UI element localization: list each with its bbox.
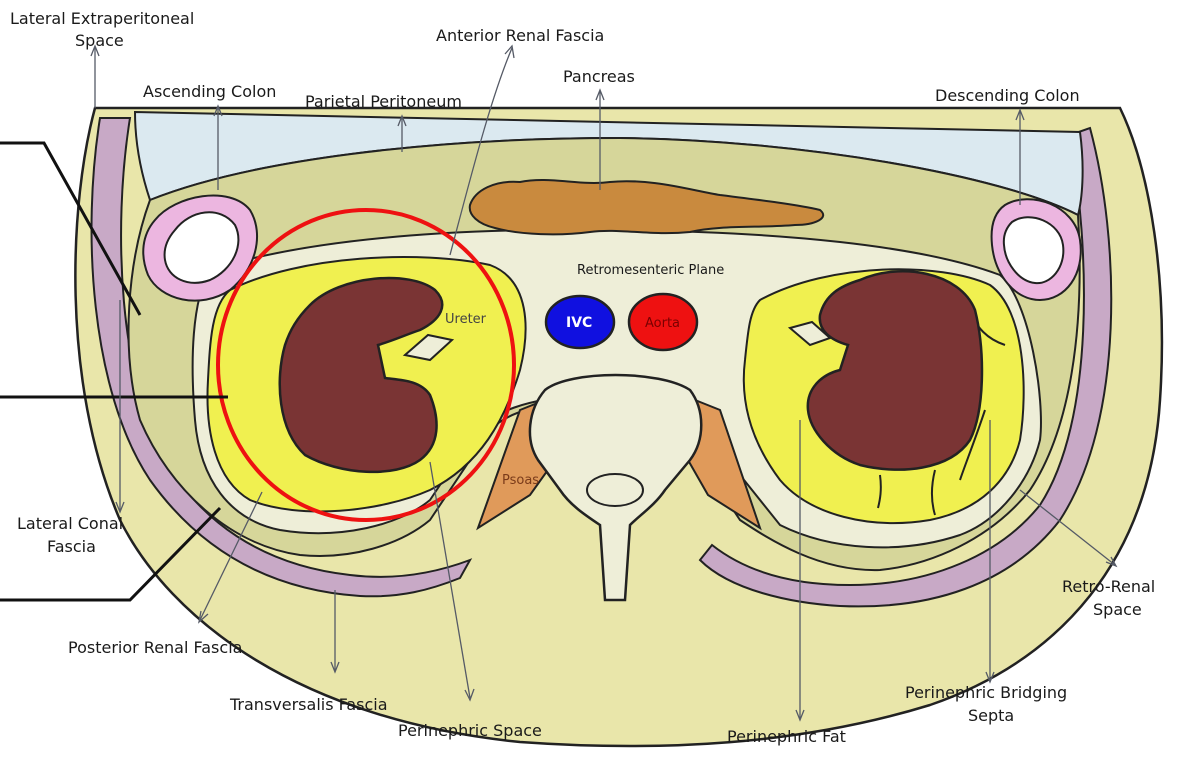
right-muscle-band xyxy=(698,126,1113,608)
ascending-colon-lumen xyxy=(163,211,240,284)
right-kidney xyxy=(806,270,984,471)
callout-line-top xyxy=(0,141,142,316)
bridging-septa-lines xyxy=(877,299,1006,516)
label-parietal-peritoneum: Parietal Peritoneum xyxy=(305,92,462,111)
label-bridging-septa-1: Perinephric Bridging xyxy=(905,683,1067,702)
label-ureter: Ureter xyxy=(445,312,487,327)
ivc-vessel xyxy=(544,294,616,350)
left-ureter xyxy=(402,333,455,362)
label-retromesenteric-plane: Retromesenteric Plane xyxy=(577,263,724,278)
label-descending-colon: Descending Colon xyxy=(935,86,1080,105)
left-kidney xyxy=(278,276,444,474)
label-posterior-renal-fascia: Posterior Renal Fascia xyxy=(68,638,242,657)
label-ivc: IVC xyxy=(566,315,592,331)
callout-line-bottom xyxy=(0,506,222,602)
label-transversalis-fascia: Transversalis Fascia xyxy=(229,695,388,714)
label-lateral-conal-2: Fascia xyxy=(47,537,96,556)
label-aorta: Aorta xyxy=(645,316,680,331)
label-lateral-conal-1: Lateral Conal xyxy=(17,514,123,533)
label-perinephric-fat: Perinephric Fat xyxy=(727,727,846,746)
label-psoas: Psoas xyxy=(502,473,539,488)
aorta-vessel xyxy=(627,292,699,352)
label-ascending-colon: Ascending Colon xyxy=(143,82,276,101)
label-bridging-septa-2: Septa xyxy=(968,706,1014,725)
label-pancreas: Pancreas xyxy=(563,67,635,86)
highlight-circle xyxy=(216,208,516,522)
label-anterior-renal-fascia: Anterior Renal Fascia xyxy=(436,26,604,45)
label-lateral-extraperitoneal-2: Space xyxy=(75,31,124,50)
spinal-canal xyxy=(586,473,644,507)
label-perinephric-space: Perinephric Space xyxy=(398,721,542,740)
right-ureter xyxy=(787,320,832,347)
label-lateral-extraperitoneal-1: Lateral Extraperitoneal xyxy=(10,9,194,28)
label-retro-renal-2: Space xyxy=(1093,600,1142,619)
pancreas-shape xyxy=(468,179,825,236)
descending-colon-lumen xyxy=(1002,216,1065,285)
label-retro-renal-1: Retro-Renal xyxy=(1062,577,1155,596)
leader-lines xyxy=(90,44,1118,722)
